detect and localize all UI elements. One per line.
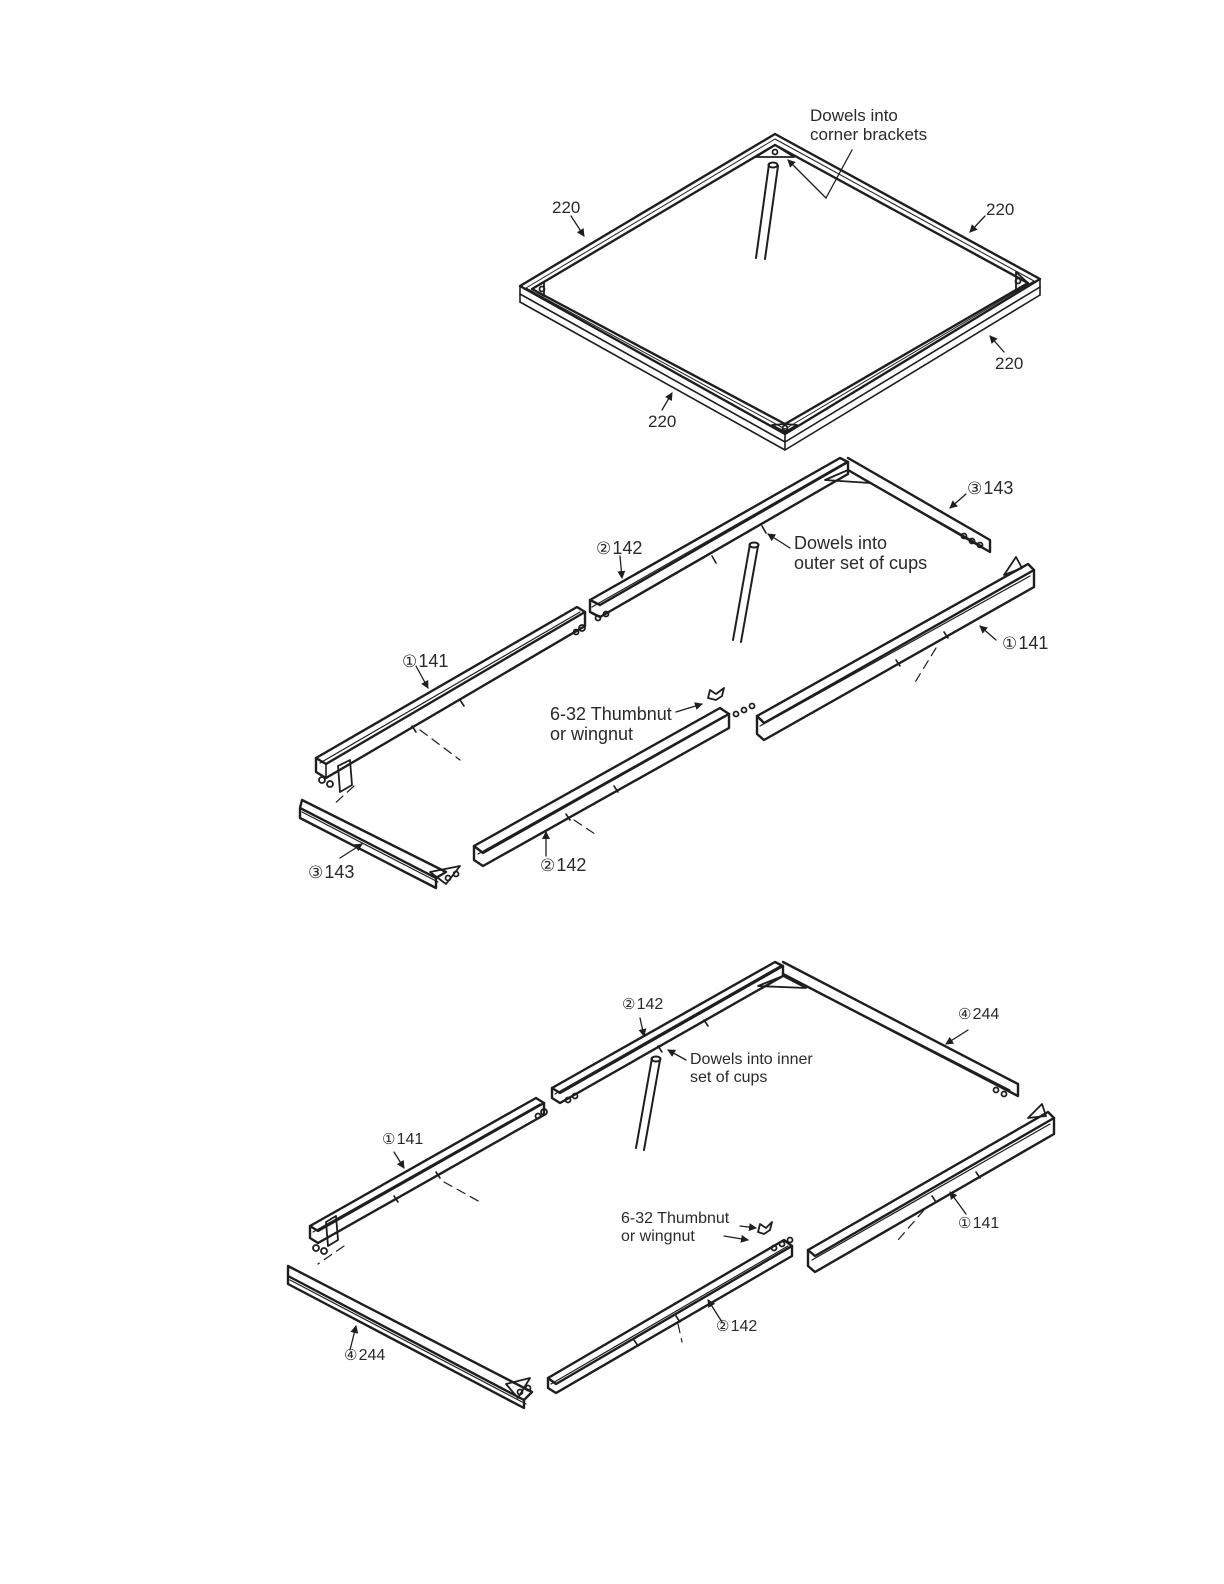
figure-a-leader-lines bbox=[571, 150, 1004, 410]
upper-long-rails-c bbox=[288, 962, 1054, 1408]
circled-number: ② bbox=[596, 539, 611, 558]
ref-141-left: ①141 bbox=[382, 1131, 423, 1149]
circled-number: ② bbox=[716, 1318, 730, 1335]
callout-line-1: Dowels into bbox=[810, 106, 927, 125]
ref-220-bottom: 220 bbox=[648, 412, 676, 431]
callout-line-2: outer set of cups bbox=[794, 553, 927, 573]
ref-244-top: ④244 bbox=[958, 1006, 999, 1024]
ref-142-bottom: ②142 bbox=[716, 1318, 757, 1336]
exploded-frame-inner-cups bbox=[288, 962, 1054, 1408]
ref-number: 244 bbox=[973, 1006, 1000, 1023]
dowel-b bbox=[733, 543, 759, 643]
callout-dowels-corner-brackets: Dowels into corner brackets bbox=[810, 106, 927, 144]
ref-142-top: ②142 bbox=[622, 996, 663, 1014]
ref-220-left: 220 bbox=[552, 198, 580, 217]
circled-number: ② bbox=[622, 996, 636, 1013]
corner-brackets bbox=[532, 145, 1028, 432]
callout-dowels-inner-cups: Dowels into inner set of cups bbox=[690, 1051, 813, 1087]
circled-number: ① bbox=[1002, 634, 1017, 653]
callout-line-2: set of cups bbox=[690, 1069, 813, 1087]
callout-dowels-outer-cups: Dowels into outer set of cups bbox=[794, 533, 927, 573]
callout-line-1: Dowels into inner bbox=[690, 1051, 813, 1069]
ref-number: 141 bbox=[1018, 633, 1048, 653]
circled-number: ① bbox=[958, 1215, 972, 1232]
circled-number: ① bbox=[382, 1131, 396, 1148]
ref-number: 143 bbox=[983, 478, 1013, 498]
callout-thumbnut: 6-32 Thumbnut or wingnut bbox=[621, 1210, 729, 1246]
dowel-a bbox=[756, 163, 778, 260]
square-frame-rail-grooves bbox=[520, 139, 1040, 450]
ref-141-right: ①141 bbox=[958, 1215, 999, 1233]
circled-number: ③ bbox=[967, 479, 982, 498]
callout-line-2: corner brackets bbox=[810, 125, 927, 144]
ref-number: 143 bbox=[324, 862, 354, 882]
upper-long-rails-b bbox=[300, 458, 1034, 888]
exploded-frame-outer-cups bbox=[300, 458, 1034, 888]
square-frame-assembly bbox=[520, 134, 1040, 450]
ref-143-top: ③143 bbox=[967, 478, 1013, 498]
ref-number: 141 bbox=[397, 1131, 424, 1148]
circled-number: ③ bbox=[308, 863, 323, 882]
callout-thumbnut: 6-32 Thumbnut or wingnut bbox=[550, 704, 672, 744]
dowel-c bbox=[636, 1057, 661, 1151]
callout-line-1: Dowels into bbox=[794, 533, 927, 553]
circled-number: ④ bbox=[344, 1347, 358, 1364]
callout-line-1: 6-32 Thumbnut bbox=[621, 1210, 729, 1228]
callout-line-2: or wingnut bbox=[550, 724, 672, 744]
circled-number: ④ bbox=[958, 1006, 972, 1023]
ref-number: 141 bbox=[418, 651, 448, 671]
ref-142-top: ②142 bbox=[596, 538, 642, 558]
callout-line-1: 6-32 Thumbnut bbox=[550, 704, 672, 724]
ref-number: 244 bbox=[359, 1347, 386, 1364]
callout-line-2: or wingnut bbox=[621, 1228, 729, 1246]
ref-141-right: ①141 bbox=[1002, 633, 1048, 653]
ref-number: 142 bbox=[731, 1318, 758, 1335]
circled-number: ① bbox=[402, 652, 417, 671]
square-frame-outer-rails bbox=[520, 134, 1040, 434]
ref-number: 142 bbox=[556, 855, 586, 875]
ref-number: 142 bbox=[637, 996, 664, 1013]
ref-141-left: ①141 bbox=[402, 651, 448, 671]
ref-220-lower-right: 220 bbox=[995, 354, 1023, 373]
ref-number: 142 bbox=[612, 538, 642, 558]
ref-244-bottom: ④244 bbox=[344, 1347, 385, 1365]
circled-number: ② bbox=[540, 856, 555, 875]
ref-142-bottom: ②142 bbox=[540, 855, 586, 875]
ref-143-bottom: ③143 bbox=[308, 862, 354, 882]
ref-number: 141 bbox=[973, 1215, 1000, 1232]
ref-220-right: 220 bbox=[986, 200, 1014, 219]
